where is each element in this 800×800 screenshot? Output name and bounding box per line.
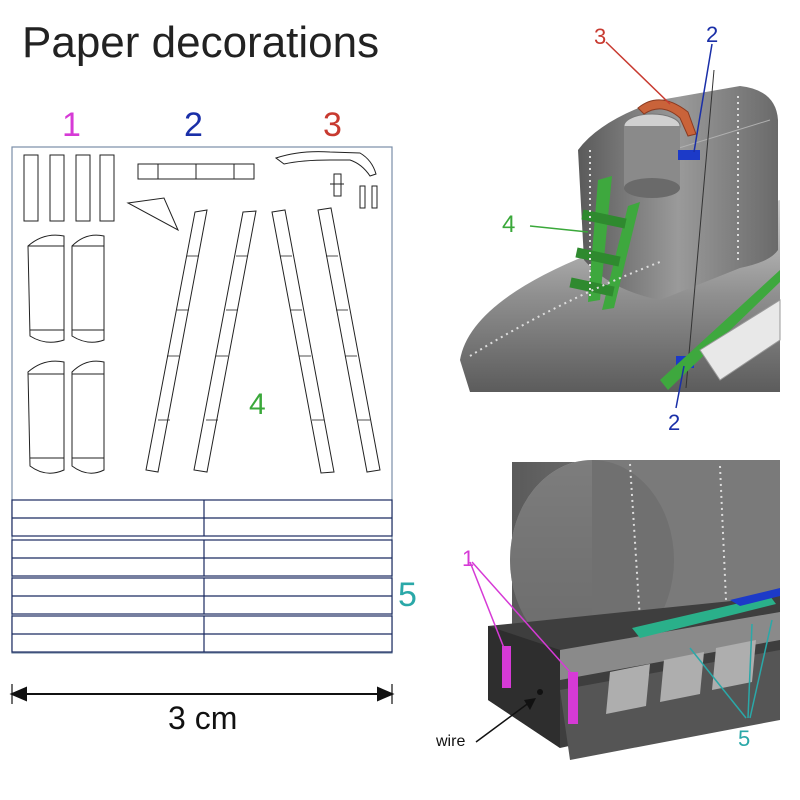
sheet-border	[11, 146, 393, 654]
label-part-2: 2	[184, 106, 203, 144]
part-4-rails	[145, 207, 381, 474]
label-part-3: 3	[323, 106, 342, 144]
render-label-4: 4	[502, 211, 515, 238]
part-2-pieces	[126, 163, 255, 232]
render-label-wire: wire	[435, 733, 465, 750]
render-label-5: 5	[738, 726, 750, 751]
render-label-3: 3	[594, 24, 606, 49]
render-label-2-top: 2	[706, 22, 718, 47]
part-5-strips	[11, 499, 393, 653]
part-1-strips	[23, 154, 115, 222]
wrapper-pieces	[27, 234, 105, 474]
label-part-4: 4	[249, 388, 266, 421]
bottom-right-render	[469, 460, 780, 760]
part-4-rail-ticks	[158, 255, 370, 421]
label-part-5: 5	[398, 576, 417, 614]
label-part-1: 1	[62, 106, 81, 144]
scale-arrow	[9, 684, 395, 704]
part-3-pieces	[274, 151, 378, 209]
page-title: Paper decorations	[22, 18, 380, 67]
render-label-1: 1	[462, 546, 474, 571]
render-label-2-bottom: 2	[668, 410, 680, 435]
top-right-render	[460, 41, 781, 409]
scale-label: 3 cm	[168, 700, 238, 736]
